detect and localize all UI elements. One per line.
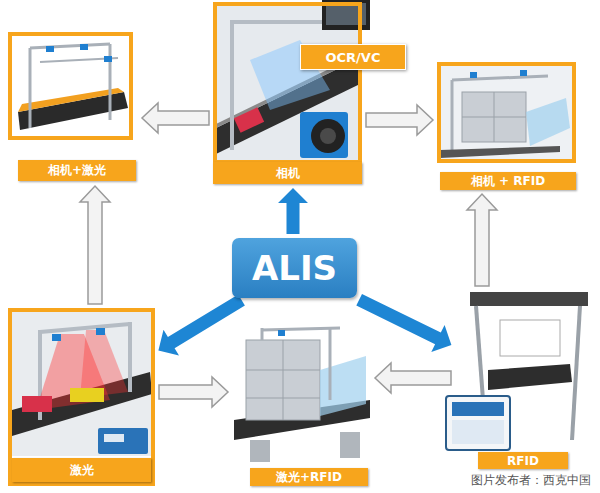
gray-block-arrow xyxy=(159,377,228,407)
solution-panel: 相机 + RFID xyxy=(437,62,577,190)
gray-block-arrow xyxy=(375,363,451,393)
label-bar: 激光 xyxy=(12,458,151,482)
label-bar: 相机+激光 xyxy=(18,160,136,181)
rfid-scene xyxy=(446,292,588,450)
panel-label: 激光 xyxy=(70,462,94,479)
solution-panel: 相机+激光 xyxy=(8,32,138,182)
blue-block-arrow xyxy=(158,295,245,356)
laser-scene xyxy=(10,310,153,456)
panel-label: OCR/VC xyxy=(326,50,381,65)
tag-box: OCR/VC xyxy=(300,44,406,70)
camera-rfid-scene xyxy=(439,64,574,161)
image-frame xyxy=(437,62,576,163)
camera-scene xyxy=(215,0,370,160)
label-bar: 相机 xyxy=(213,162,362,184)
gray-block-arrow xyxy=(80,186,110,304)
blue-block-arrow xyxy=(278,188,308,234)
label-bar: 激光+RFID xyxy=(250,468,368,486)
panel-label: 相机 + RFID xyxy=(471,173,545,190)
watermark: 图片发布者：西克中国 xyxy=(468,472,594,489)
label-bar: 相机 + RFID xyxy=(440,172,576,190)
solution-panel: RFID xyxy=(455,290,590,470)
hub-title: ALIS xyxy=(252,248,337,288)
panel-label: 相机 xyxy=(276,165,300,182)
blue-block-arrow xyxy=(356,294,451,352)
solution-panel: 激光 xyxy=(8,308,155,486)
gray-block-arrow xyxy=(366,105,433,135)
solution-panel: 相机OCR/VC xyxy=(213,2,362,184)
image-frame xyxy=(8,32,133,140)
solution-panel: 激光+RFID xyxy=(232,325,371,486)
laser-rfid-scene xyxy=(234,328,370,462)
image-frame xyxy=(213,2,362,164)
camera-laser-scene xyxy=(10,34,131,138)
panel-label: 激光+RFID xyxy=(276,469,342,486)
panel-label: 相机+激光 xyxy=(48,162,106,179)
gray-block-arrow xyxy=(142,103,209,133)
gray-block-arrow xyxy=(467,194,497,286)
hub-box: ALIS xyxy=(232,238,357,298)
panel-label: RFID xyxy=(507,454,539,468)
label-bar: RFID xyxy=(478,452,568,469)
